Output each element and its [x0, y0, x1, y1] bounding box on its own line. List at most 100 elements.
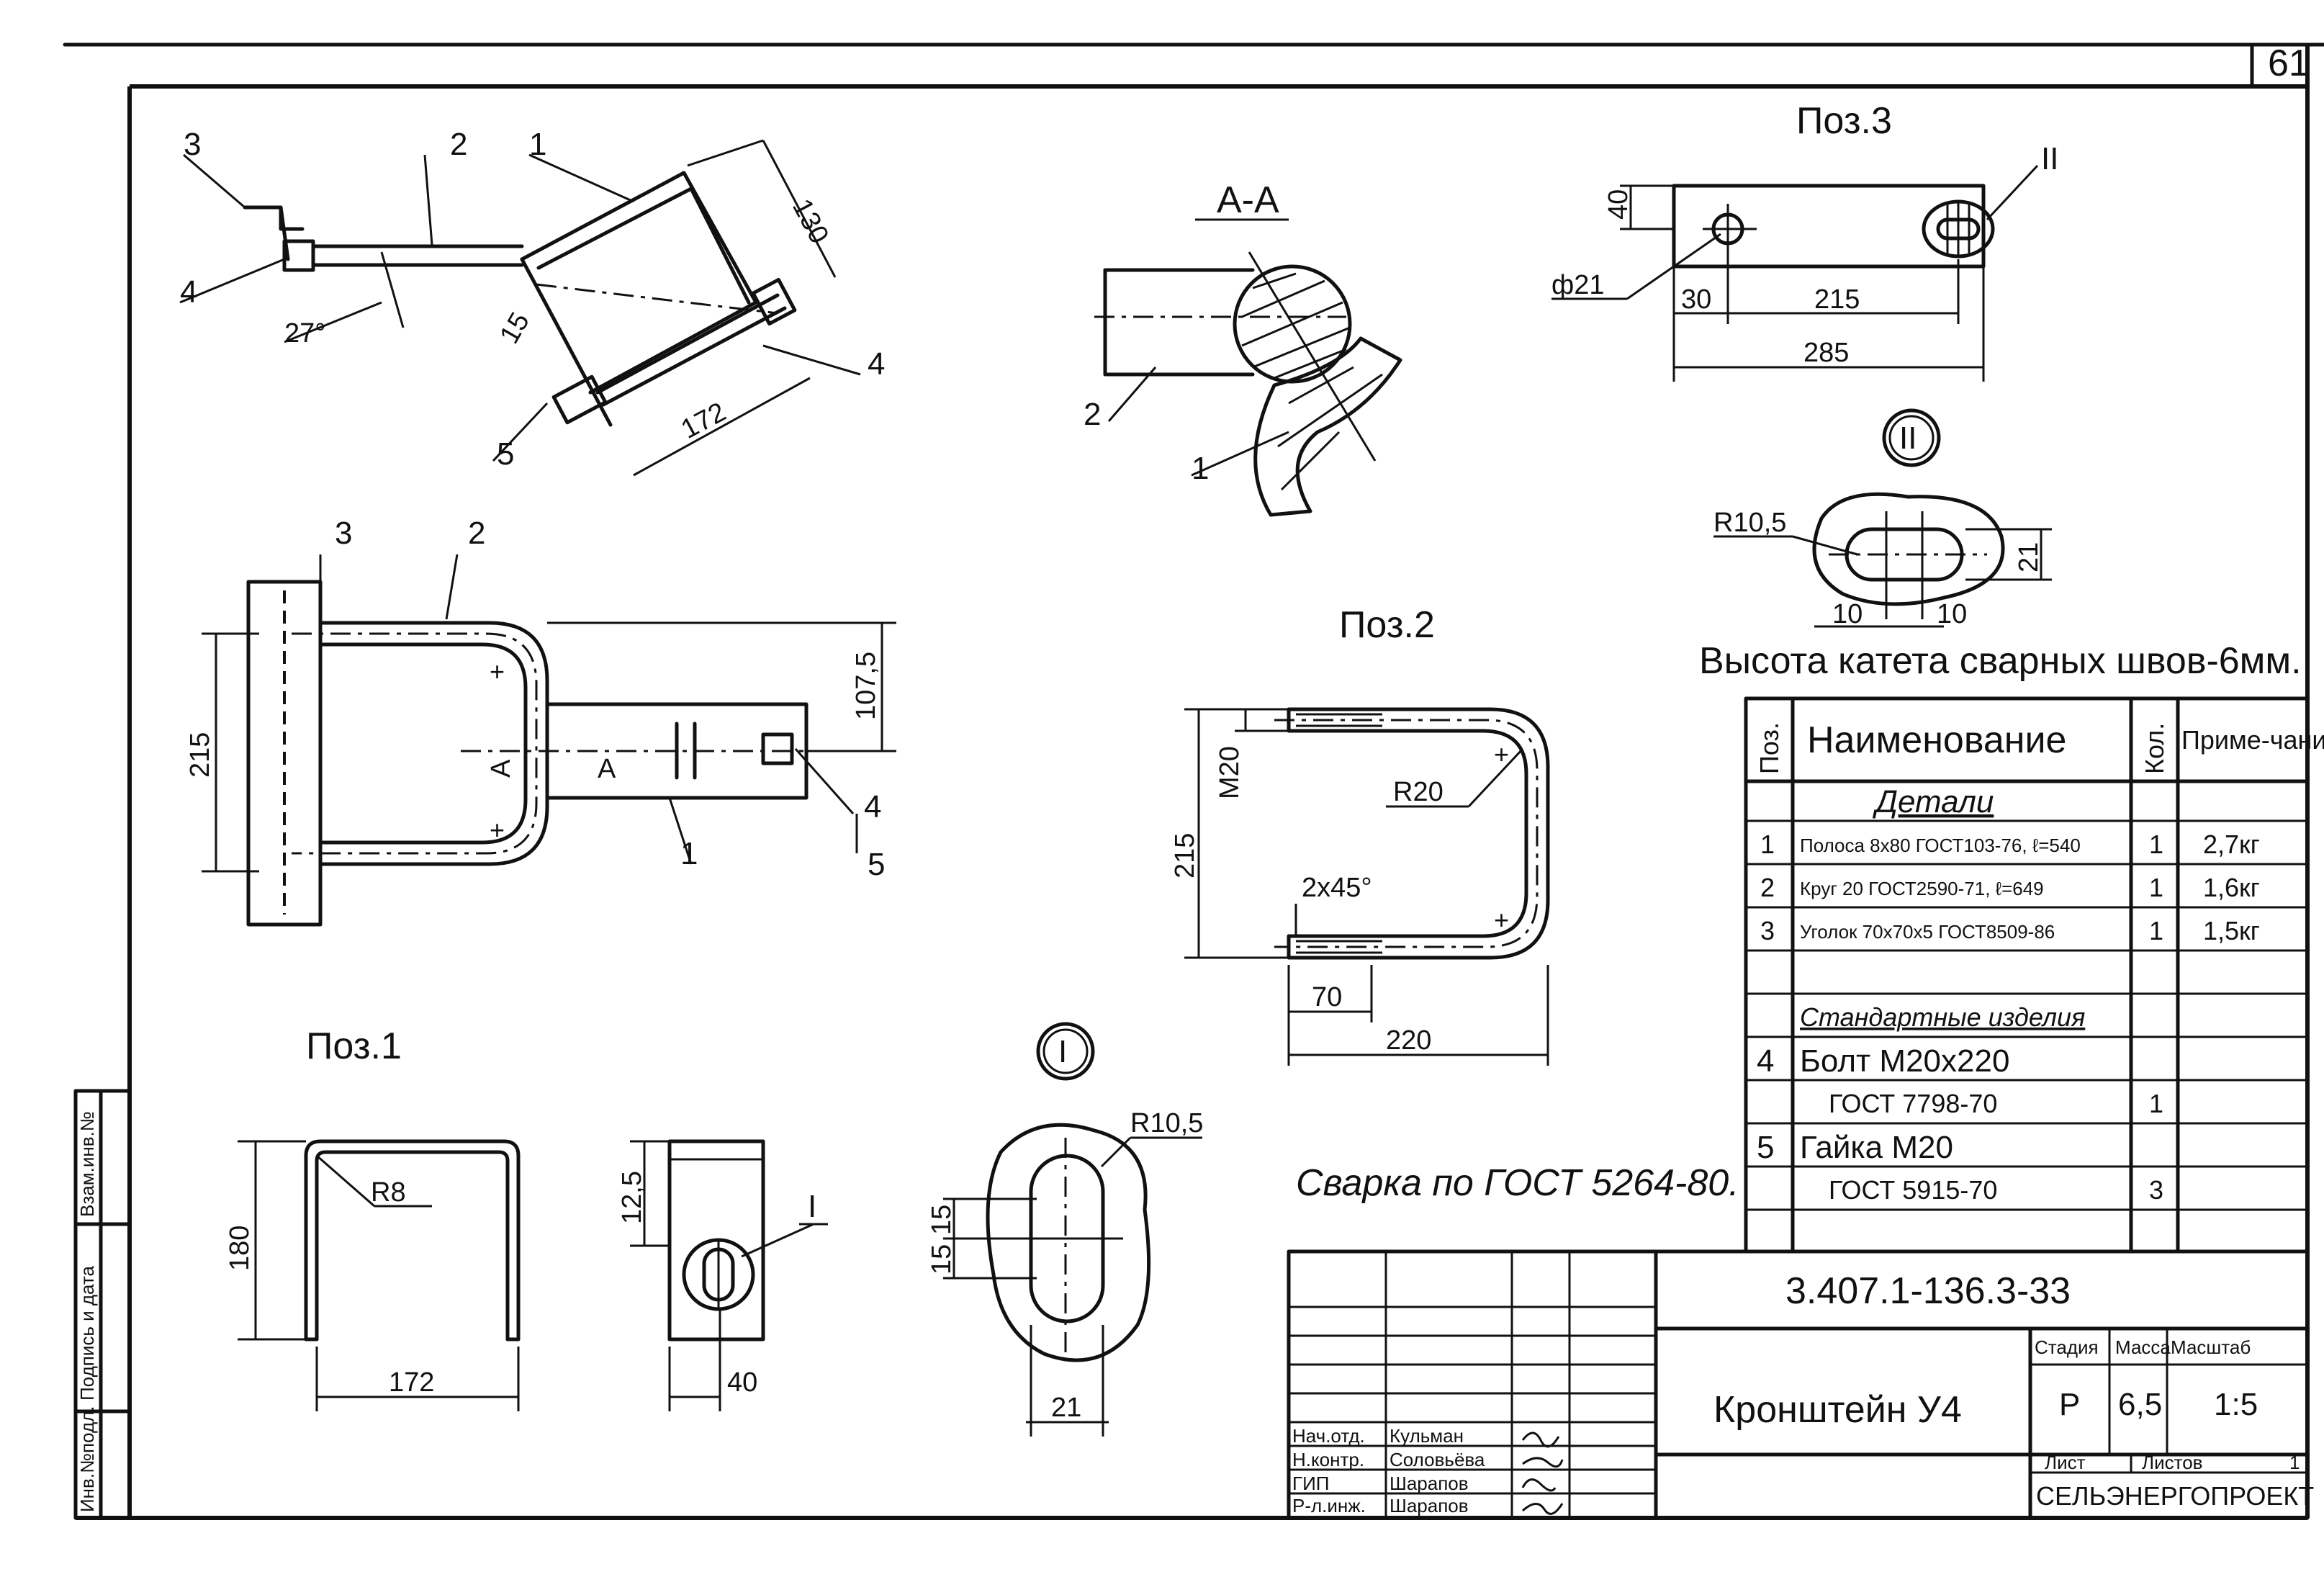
pos1-dim-40: 40	[727, 1367, 757, 1398]
spec-row-3-qty: 1	[2149, 873, 2163, 902]
spec-row-3-pos: 2	[1760, 873, 1775, 902]
assembly-angle-27: 27°	[284, 318, 325, 349]
stage-value: Р	[2059, 1387, 2080, 1422]
sheets-label: Листов	[2142, 1452, 2202, 1473]
spec-row-7-pos: 4	[1757, 1043, 1774, 1079]
spec-row-9-pos: 5	[1757, 1130, 1774, 1165]
plan-label-3: 3	[335, 516, 352, 551]
pos2-chamfer-2x45: 2х45°	[1302, 873, 1372, 903]
plan-label-1: 1	[680, 836, 698, 871]
pos1-dim-r8: R8	[371, 1177, 406, 1208]
pos3-dim-phi21: ф21	[1551, 270, 1605, 300]
mass-value: 6,5	[2118, 1387, 2162, 1422]
assembly-label-5: 5	[497, 436, 514, 472]
detail-i-dim-15-top: 15	[927, 1205, 957, 1235]
spec-row-2-pos: 1	[1760, 830, 1775, 859]
pos3-callout-ii: II	[2041, 141, 2058, 176]
spec-row-4-name: Уголок 70х70х5 ГОСТ8509-86	[1800, 921, 2055, 943]
spec-header-pos: Поз.	[1755, 722, 1784, 774]
staff-name-1: Кульман	[1390, 1425, 1464, 1447]
stamp-signature-date: Подпись и дата	[76, 1265, 98, 1401]
spec-row-2-note: 2,7кг	[2203, 830, 2260, 859]
detail-i-marker: I	[1058, 1034, 1067, 1069]
spec-row-8-qty: 1	[2149, 1089, 2163, 1118]
plan-section-mark-a-right: А	[598, 754, 616, 784]
mass-label: Масса	[2115, 1336, 2171, 1358]
staff-role-4: Р-л.инж.	[1292, 1495, 1366, 1516]
stamp-replace-inv: Взам.инв.№	[76, 1111, 98, 1217]
pos2-view: Поз.2 + + М20 215 R20 2х45° 70 220	[1170, 604, 1550, 1066]
pos3-dim-30: 30	[1681, 284, 1711, 315]
spec-row-9-name: Гайка М20	[1800, 1130, 1953, 1165]
side-stamp: Инв.№подл. Подпись и дата Взам.инв.№	[73, 1089, 132, 1520]
spec-row-8-name: ГОСТ 7798-70	[1829, 1089, 1997, 1118]
staff-name-3: Шарапов	[1390, 1473, 1469, 1494]
detail-ii-dim-10-left: 10	[1832, 599, 1863, 629]
svg-text:+: +	[490, 657, 505, 686]
spec-row-2-name: Полоса 8х80 ГОСТ103-76, ℓ=540	[1800, 835, 2081, 856]
sheets-count: 1	[2289, 1452, 2300, 1473]
plan-label-4: 4	[864, 789, 881, 824]
pos3-view: Поз.3 40 ф21 30 215 285 II	[1551, 100, 2058, 382]
assembly-dim-130: 130	[786, 194, 834, 249]
staff-name-4: Шарапов	[1390, 1495, 1469, 1516]
pos1-dim-180: 180	[225, 1226, 255, 1271]
spec-table: Поз. Наименование Кол. Приме-чание Детал…	[1744, 696, 2324, 1254]
spec-row-4-pos: 3	[1760, 916, 1775, 945]
spec-header-note: Приме-чание	[2181, 725, 2324, 755]
spec-row-7-name: Болт М20х220	[1800, 1043, 2009, 1079]
doc-code: 3.407.1-136.3-33	[1785, 1270, 2071, 1312]
assembly-label-3: 3	[184, 127, 201, 162]
assembly-dim-172: 172	[677, 397, 731, 445]
plan-section-mark-a-left: А	[486, 759, 516, 778]
spec-row-4-qty: 1	[2149, 916, 2163, 945]
staff-role-3: ГИП	[1292, 1473, 1329, 1494]
pos1-dim-12-5: 12,5	[617, 1171, 647, 1224]
pos3-title: Поз.3	[1796, 100, 1892, 142]
section-label-2: 2	[1084, 397, 1101, 432]
stamp-inv-number: Инв.№подл.	[76, 1406, 98, 1512]
spec-row-3-note: 1,6кг	[2203, 873, 2260, 902]
assembly-dim-15: 15	[494, 307, 536, 349]
spec-row-2-qty: 1	[2149, 830, 2163, 859]
plan-dim-107-5: 107,5	[851, 652, 881, 720]
section-a-a: А-А 2 1	[1084, 179, 1402, 517]
pos3-dim-285: 285	[1803, 338, 1849, 368]
plan-dim-215: 215	[185, 732, 215, 778]
spec-row-4-note: 1,5кг	[2203, 916, 2260, 945]
weld-leg-note: Высота катета сварных швов-6мм.	[1699, 640, 2302, 682]
detail-i-dim-r10-5: R10,5	[1130, 1108, 1203, 1138]
organization-name: СЕЛЬЭНЕРГОПРОЕКТ	[2036, 1481, 2314, 1511]
pos2-dim-m20: М20	[1215, 746, 1245, 799]
staff-name-2: Соловьёва	[1390, 1449, 1485, 1470]
svg-text:+: +	[1494, 905, 1509, 935]
pos3-dim-40: 40	[1603, 189, 1634, 220]
section-label-1: 1	[1192, 451, 1209, 486]
spec-row-10-name: ГОСТ 5915-70	[1829, 1175, 1997, 1205]
scale-label: Масштаб	[2171, 1336, 2251, 1358]
plan-label-2: 2	[468, 516, 485, 551]
svg-text:+: +	[1494, 740, 1509, 769]
scale-value: 1:5	[2214, 1387, 2258, 1422]
section-a-a-title: А-А	[1217, 179, 1279, 221]
spec-row-1-name: Детали	[1872, 784, 1994, 819]
assembly-label-4-top: 4	[180, 274, 197, 310]
pos2-dim-220: 220	[1386, 1025, 1431, 1056]
svg-text:+: +	[490, 815, 505, 845]
signature-marks	[1521, 1432, 1564, 1515]
stage-label: Стадия	[2035, 1336, 2099, 1358]
welding-standard-note: Сварка по ГОСТ 5264-80.	[1296, 1162, 1739, 1204]
detail-ii-dim-10-right: 10	[1937, 599, 1967, 629]
detail-i-dim-21: 21	[1051, 1393, 1081, 1423]
detail-ii: II R10,5 21 10 10	[1713, 408, 2052, 629]
pos1-title: Поз.1	[306, 1025, 402, 1067]
title-block: 3.407.1-136.3-33 Кронштейн У4 Стадия Мас…	[1287, 1249, 2314, 1520]
pos1-callout-i: I	[808, 1189, 816, 1224]
pos1-dim-172: 172	[389, 1367, 434, 1398]
detail-ii-dim-r10-5: R10,5	[1713, 508, 1786, 538]
spec-header-qty: Кол.	[2140, 723, 2169, 774]
pos2-dim-215: 215	[1170, 833, 1200, 878]
detail-i: I R10,5 15 15 21	[927, 1022, 1203, 1437]
page-number: 61	[2268, 42, 2310, 84]
